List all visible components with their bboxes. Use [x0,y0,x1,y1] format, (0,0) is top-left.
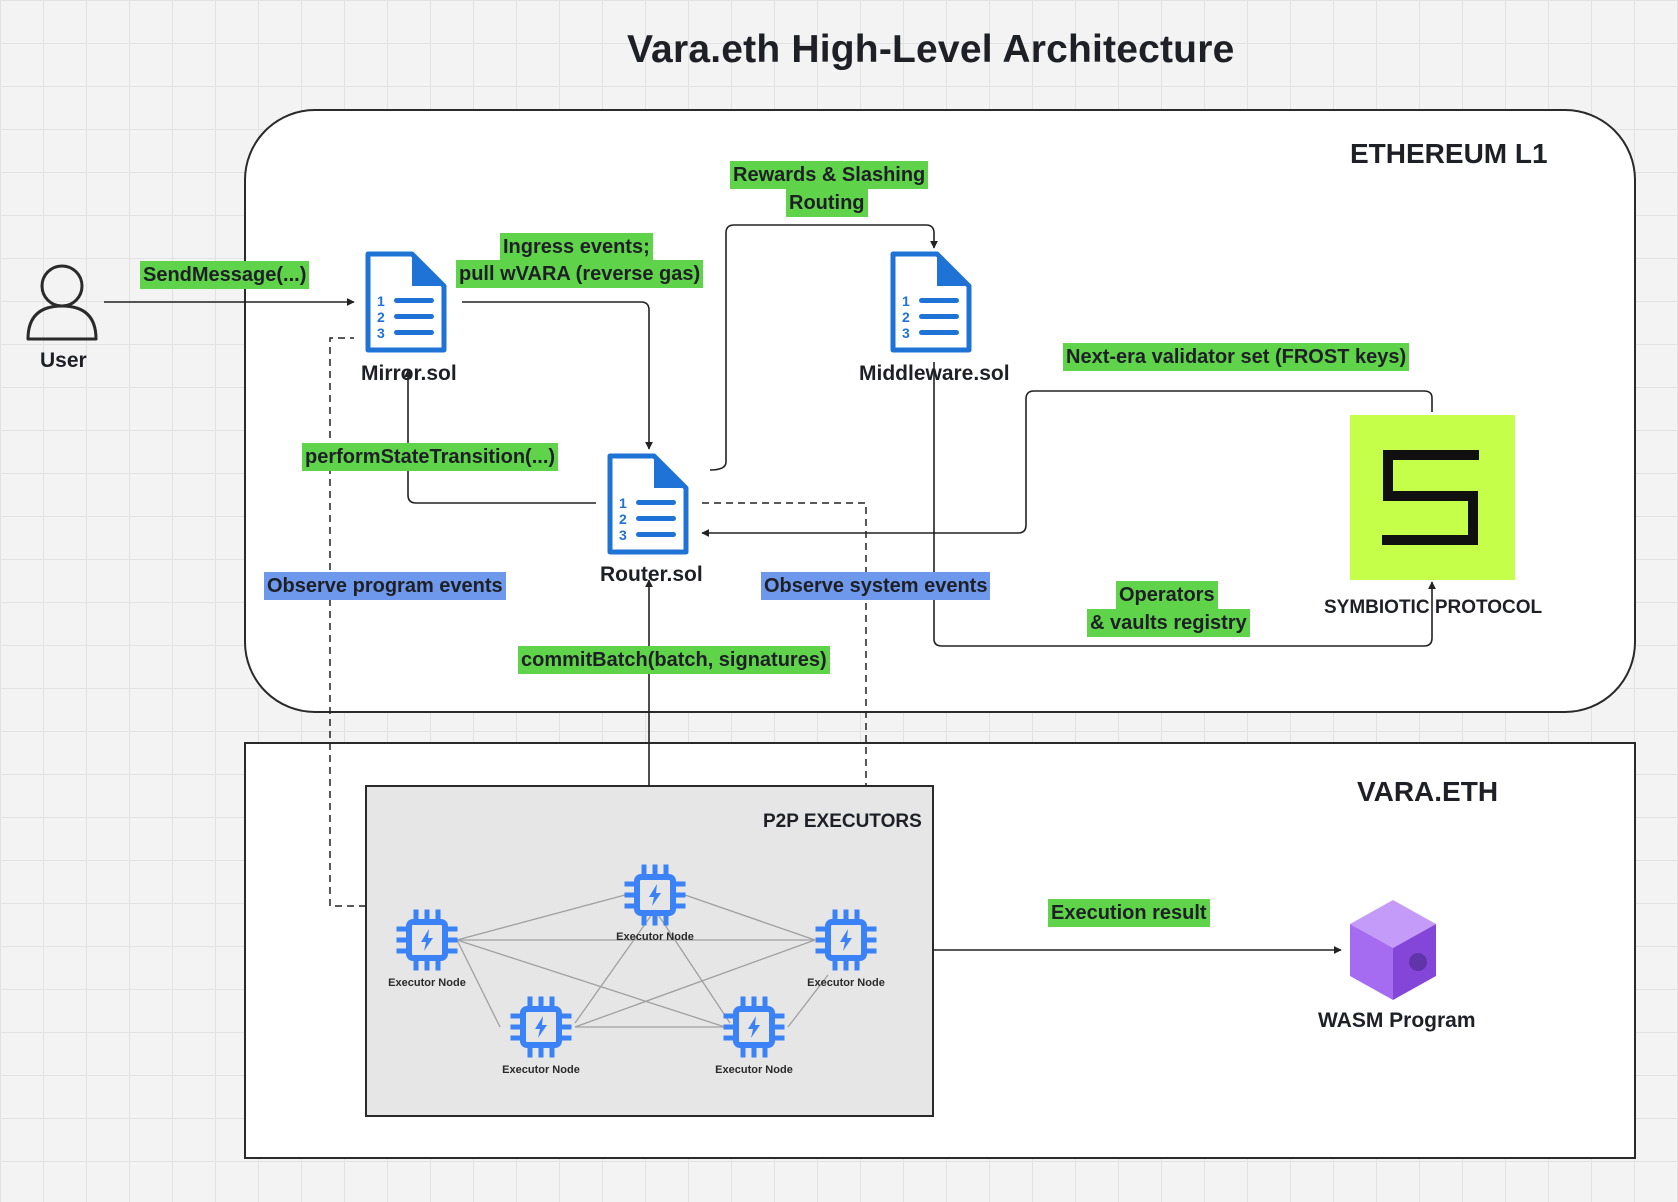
executor-node-label-4: Executor Node [502,1064,580,1076]
perform-state-transition-label: performStateTransition(...) [302,443,559,471]
ethereum-l1-title: ETHEREUM L1 [1350,138,1548,169]
flow-arrows [104,224,1436,954]
observe-program-events-label: Observe program events [264,572,506,600]
commit-batch-label: commitBatch(batch, signatures) [518,646,830,674]
arrow-router-to-mirror [404,369,596,504]
wasm-program-label: WASM Program [1318,1009,1476,1032]
page-title: Vara.eth High-Level Architecture [627,28,1235,71]
ingress-events-label-line1: Ingress events; [500,233,653,261]
operators-label-line1: Operators [1116,581,1218,609]
executor-node-label-2: Executor Node [616,931,694,943]
user-label: User [40,349,87,372]
arrow-router-to-middleware [709,224,938,471]
execution-result-label: Execution result [1048,899,1210,927]
symbiotic-logo-icon [1350,415,1515,580]
wasm-cube-icon [1350,900,1436,1000]
executor-node-label-1: Executor Node [388,977,466,989]
p2p-executors-title: P2P EXECUTORS [763,811,922,832]
ethereum-l1-zone [244,109,1636,713]
rewards-slashing-label-line1: Rewards & Slashing [730,161,929,189]
send-message-label: SendMessage(...) [140,261,310,289]
mirror-sol-label: Mirror.sol [361,362,457,385]
executor-node-label-5: Executor Node [715,1064,793,1076]
observe-system-events-label: Observe system events [761,572,991,600]
middleware-sol-label: Middleware.sol [859,362,1010,385]
arrow-mirror-to-router [462,301,653,450]
arrow-middleware-to-symbiotic [933,362,1436,647]
arrow-symbiotic-to-router [701,390,1433,537]
rewards-slashing-label-line2: Routing [786,189,868,217]
symbiotic-protocol-label: SYMBIOTIC PROTOCOL [1324,597,1543,618]
executor-mesh-lines [456,894,829,1028]
router-sol-label: Router.sol [600,563,703,586]
executor-node-label-3: Executor Node [807,977,885,989]
observe-dashed-lines [329,337,867,907]
vara-eth-title: VARA.ETH [1357,776,1499,807]
user-icon [26,264,98,341]
ingress-events-label-line2: pull wVARA (reverse gas) [456,260,704,288]
operators-label-line2: & vaults registry [1087,609,1250,637]
next-era-validator-label: Next-era validator set (FROST keys) [1063,343,1410,371]
